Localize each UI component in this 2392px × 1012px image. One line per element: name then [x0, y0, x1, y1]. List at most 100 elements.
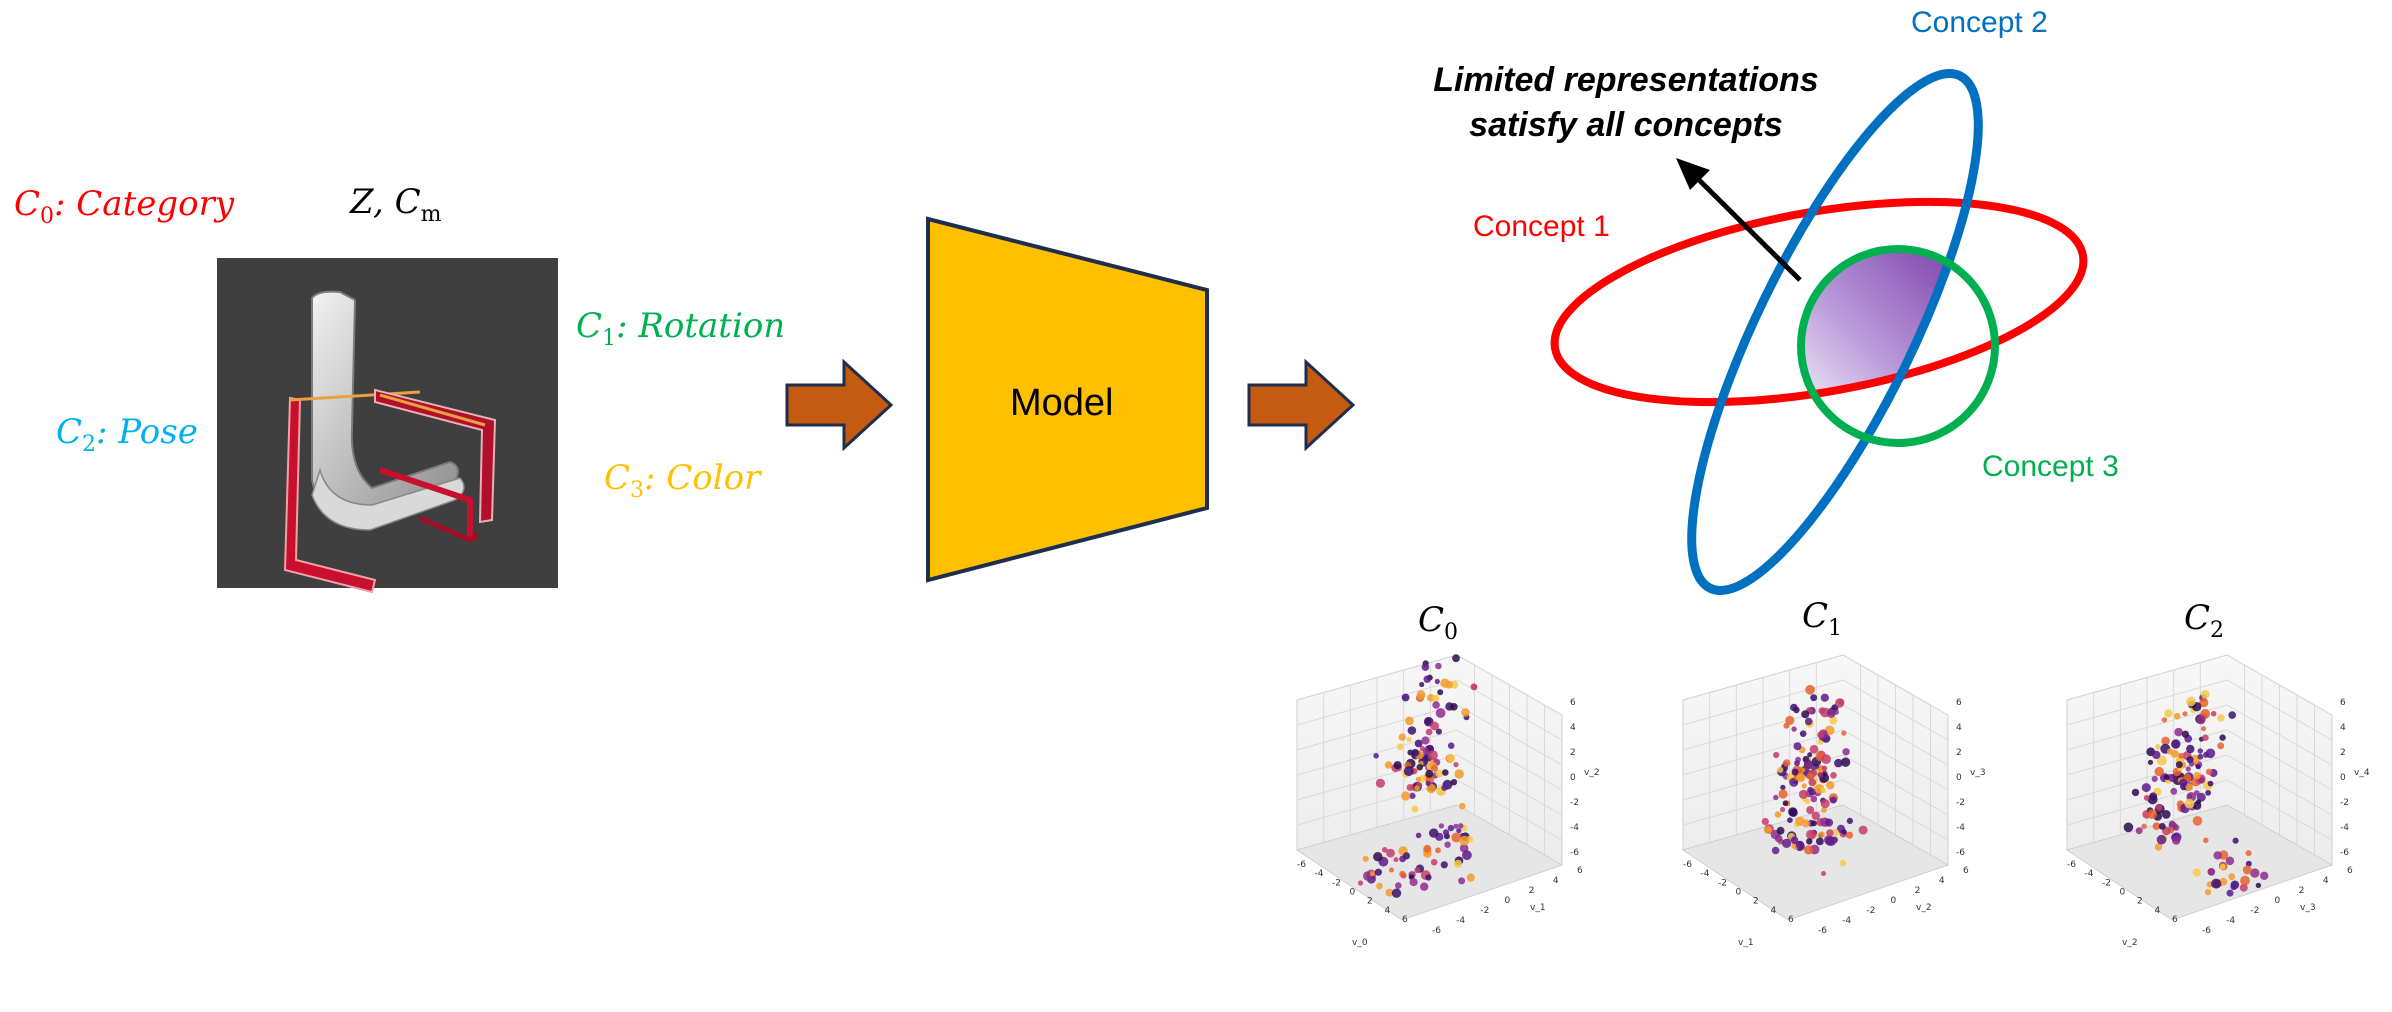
callout-text: Limited representations satisfy all conc… — [1386, 58, 1866, 148]
scatter-point — [2219, 734, 2226, 741]
y-tick-label: 0 — [1891, 896, 1897, 906]
scatter-point — [1435, 662, 1442, 670]
scatter-point — [1432, 694, 1440, 703]
x-tick-label: 2 — [2137, 897, 2143, 907]
scatter-point — [2239, 883, 2248, 892]
y-tick-label: -2 — [1866, 906, 1875, 916]
x-tick-label: -6 — [1683, 860, 1692, 870]
scatter-point — [1391, 888, 1402, 898]
scatter-point — [2182, 711, 2188, 717]
scatter-plots-group: -6-6-6-4-4-4-2-2-2000222444666v_0v_1v_2-… — [1295, 654, 2370, 948]
scatter-point — [2161, 717, 2168, 723]
scatter-point — [1437, 689, 1444, 696]
scatter-point — [1831, 828, 1840, 837]
scatter-point — [2192, 801, 2202, 810]
z-tick-label: -2 — [1956, 798, 1965, 808]
scatter-point — [1791, 726, 1797, 732]
y-tick-label: 0 — [1505, 896, 1511, 906]
scatter-point — [2197, 753, 2204, 760]
scatter-point — [2178, 752, 2184, 759]
y-tick-label: 6 — [1577, 866, 1583, 876]
scatter-point — [2131, 788, 2140, 797]
y-tick-label: -6 — [2202, 926, 2211, 936]
scatter-point — [1441, 784, 1448, 791]
scatter-point — [1824, 818, 1834, 827]
scatter-point — [2181, 730, 2189, 738]
scatter-point — [1453, 859, 1463, 868]
scatter-point — [2240, 875, 2250, 886]
scatter-point — [1803, 759, 1814, 770]
scatter-point — [2149, 792, 2158, 801]
scatter-point — [2147, 759, 2154, 765]
scatter-point — [1461, 708, 1470, 717]
scatter-point — [1834, 758, 1843, 768]
scatter-point — [1782, 759, 1791, 767]
scatter-point — [1801, 710, 1810, 719]
z-tick-label: 0 — [1570, 773, 1576, 783]
scatter-point — [1373, 753, 1379, 759]
scatter-point — [1450, 779, 1458, 786]
scatter-point — [1761, 817, 1769, 826]
scatter-point — [1447, 742, 1455, 749]
scatter-point — [1425, 874, 1432, 881]
scatter-point — [2171, 740, 2179, 748]
plot-title-c0: C0 — [1418, 600, 1459, 645]
y-tick-label: -4 — [1456, 916, 1465, 926]
scatter-point — [1791, 768, 1799, 776]
scatter-point — [2232, 837, 2239, 844]
scatter-point — [1435, 708, 1446, 718]
x-tick-label: -2 — [1332, 878, 1341, 888]
scatter-point — [1420, 882, 1429, 891]
z-tick-label: -6 — [1570, 848, 1579, 858]
scatter-point — [1818, 831, 1825, 838]
scatter-point — [2184, 798, 2195, 809]
scatter-point — [2152, 750, 2161, 760]
x-tick-label: 6 — [2172, 915, 2178, 925]
scatter-point — [1858, 825, 1868, 835]
scatter-point — [1434, 678, 1440, 685]
y-tick-label: 6 — [2347, 866, 2353, 876]
scatter-point — [1389, 867, 1394, 873]
scatter-point — [1780, 784, 1786, 791]
scatter-point — [2217, 714, 2225, 722]
scatter-point — [1833, 709, 1839, 715]
scatter-point — [1419, 681, 1425, 688]
scatter-point — [1458, 823, 1464, 829]
scatter-point — [1406, 736, 1412, 743]
scatter-point — [2161, 736, 2170, 746]
scatter-point — [2154, 843, 2163, 851]
scatter-point — [2175, 761, 2183, 769]
y-tick-label: 2 — [2299, 886, 2305, 896]
scatter-point — [2186, 696, 2196, 707]
scatter-point — [2245, 850, 2252, 857]
scatter-point — [1409, 792, 1416, 800]
z-tick-label: -4 — [2340, 823, 2349, 833]
scatter-point — [2155, 743, 2161, 750]
scatter-point — [1447, 824, 1455, 832]
scatter-point — [2192, 816, 2203, 826]
scatter-point — [1426, 783, 1436, 794]
c2-pose-label: C2: Pose — [56, 412, 198, 457]
scatter-point — [1821, 871, 1826, 876]
scatter-point — [1825, 836, 1835, 846]
scatter-point — [2228, 711, 2236, 719]
scatter-point — [1794, 760, 1800, 767]
scatter-point — [1456, 828, 1462, 834]
x-tick-label: -2 — [1718, 878, 1727, 888]
scatter-point — [2255, 882, 2262, 889]
y-tick-label: 2 — [1915, 886, 1921, 896]
plot-gridline — [1456, 779, 1563, 841]
scatter-point — [1393, 857, 1399, 863]
scatter-point — [2198, 776, 2205, 784]
scatter-point — [1798, 789, 1809, 800]
scatter-point — [2154, 766, 2164, 777]
scatter-point — [1807, 786, 1813, 793]
scatter-point — [1801, 783, 1807, 789]
x-tick-label: 0 — [1736, 888, 1742, 898]
z-tick-label: -6 — [1956, 848, 1965, 858]
scatter-point — [2167, 748, 2174, 755]
c3-color-label: C3: Color — [604, 458, 761, 503]
scatter-point — [1826, 708, 1836, 719]
plot-gridline — [2066, 779, 2228, 826]
